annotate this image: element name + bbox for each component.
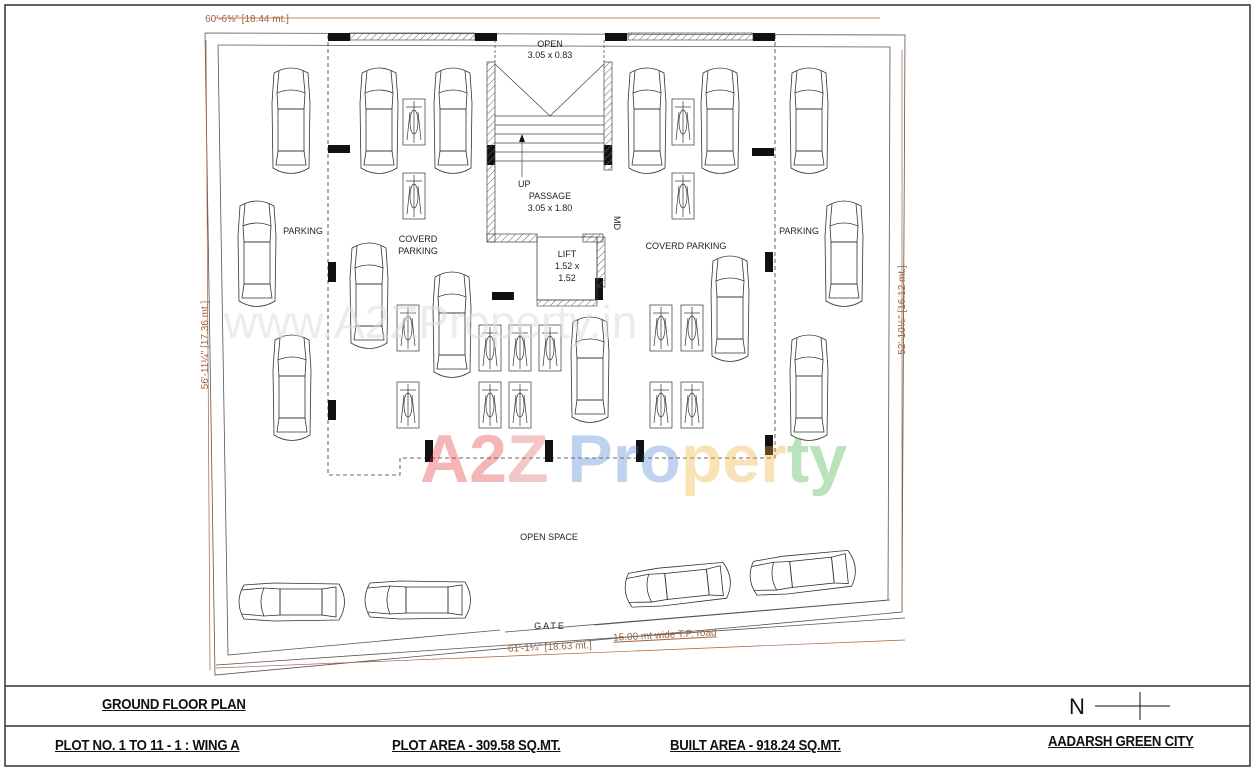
label-passage-size: 3.05 x 1.80: [528, 203, 573, 213]
dimension-lines: [205, 17, 906, 671]
staircase: [486, 40, 613, 243]
watermark-url: www.A2ZProperty.in: [223, 296, 637, 348]
motorbike-icon: [508, 324, 532, 372]
sheet-border: [4, 4, 1251, 767]
label-lift-size-1: 1.52 x: [555, 261, 580, 271]
motorbike-icon: [649, 304, 673, 352]
label-gate: GATE: [534, 621, 566, 631]
label-up: UP: [518, 179, 531, 189]
label-parking-right: PARKING: [779, 226, 819, 236]
label-covered-right: COVERD PARKING: [646, 241, 727, 251]
label-covered-left-1: COVERD: [399, 234, 438, 244]
label-covered-left-2: PARKING: [398, 246, 438, 256]
vehicles: [237, 67, 864, 622]
label-open: OPEN: [537, 39, 563, 49]
north-label: N: [1069, 694, 1085, 719]
car-icon: [272, 334, 312, 441]
watermark-logo: A2Z Property: [420, 421, 847, 497]
car-icon: [749, 549, 856, 596]
car-icon: [627, 67, 667, 174]
dimension-left: 56'-11¼" [17.36 mt.]: [199, 300, 211, 389]
drawing-title: GROUND FLOOR PLAN: [102, 696, 246, 713]
car-icon: [624, 561, 731, 608]
plot-area: PLOT AREA - 309.58 SQ.MT.: [392, 737, 561, 754]
car-icon: [789, 334, 829, 441]
motorbike-icon: [478, 381, 502, 429]
car-icon: [271, 67, 311, 174]
car-icon: [433, 67, 473, 174]
plot-number: PLOT NO. 1 TO 11 - 1 : WING A: [55, 737, 240, 754]
motorbike-icon: [680, 381, 704, 429]
label-passage: PASSAGE: [529, 191, 571, 201]
label-lift: LIFT: [558, 249, 577, 259]
building-outline: [327, 35, 776, 476]
arrow-up-icon: [519, 134, 525, 142]
project-name: AADARSH GREEN CITY: [1048, 733, 1194, 750]
car-icon: [238, 582, 345, 622]
car-icon: [570, 316, 610, 423]
car-icon: [432, 271, 472, 378]
car-icon: [359, 67, 399, 174]
motorbike-icon: [671, 172, 695, 220]
motorbike-icon: [478, 324, 502, 372]
car-icon: [237, 200, 277, 307]
motorbike-icon: [671, 98, 695, 146]
north-arrow-icon: [1095, 692, 1170, 720]
car-icon: [710, 255, 750, 362]
label-parking-left: PARKING: [283, 226, 323, 236]
label-lift-size-2: 1.52: [558, 273, 576, 283]
car-icon: [700, 67, 740, 174]
car-icon: [824, 200, 864, 307]
motorbike-icon: [402, 98, 426, 146]
motorbike-icon: [396, 304, 420, 352]
built-area: BUILT AREA - 918.24 SQ.MT.: [670, 737, 841, 754]
label-open-space: OPEN SPACE: [520, 532, 578, 542]
motorbike-icon: [538, 324, 562, 372]
road-label: 15.00 mt wide T.P. road: [613, 627, 717, 643]
motorbike-icon: [649, 381, 673, 429]
motorbike-icon: [508, 381, 532, 429]
label-open-size: 3.05 x 0.83: [528, 50, 573, 60]
motorbike-icon: [680, 304, 704, 352]
label-md: MD: [612, 216, 622, 230]
hatched-wall: [627, 32, 754, 41]
car-icon: [789, 67, 829, 174]
dimension-top: 60'-6⅝" [18.44 mt.]: [205, 14, 289, 25]
motorbike-icon: [402, 172, 426, 220]
dimension-bottom: 61'-1¼" [18.63 mt.]: [508, 639, 593, 655]
hatched-wall: [349, 32, 476, 41]
car-icon: [364, 580, 471, 620]
motorbike-icon: [396, 381, 420, 429]
lift-shaft: [536, 236, 606, 307]
dimension-right: 52'-10½" [16.12 mt.]: [897, 265, 908, 355]
car-icon: [349, 242, 389, 349]
svg-text:A2Z Property: A2Z Property: [420, 421, 847, 497]
